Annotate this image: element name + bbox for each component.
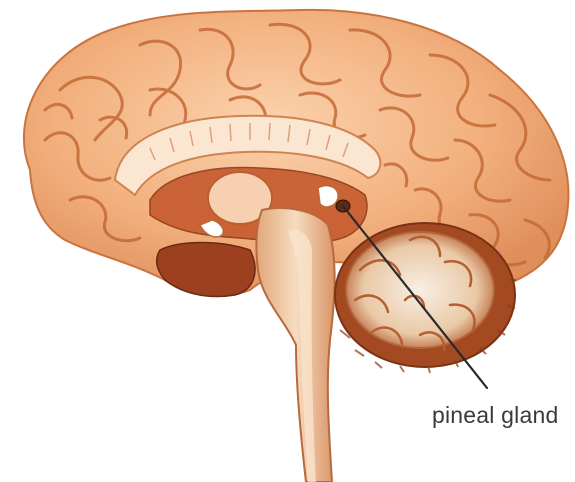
pineal-gland-label: pineal gland (432, 402, 558, 429)
cerebellum (335, 223, 516, 373)
temporal-lobe-underside (157, 243, 255, 297)
third-ventricle (318, 186, 338, 207)
